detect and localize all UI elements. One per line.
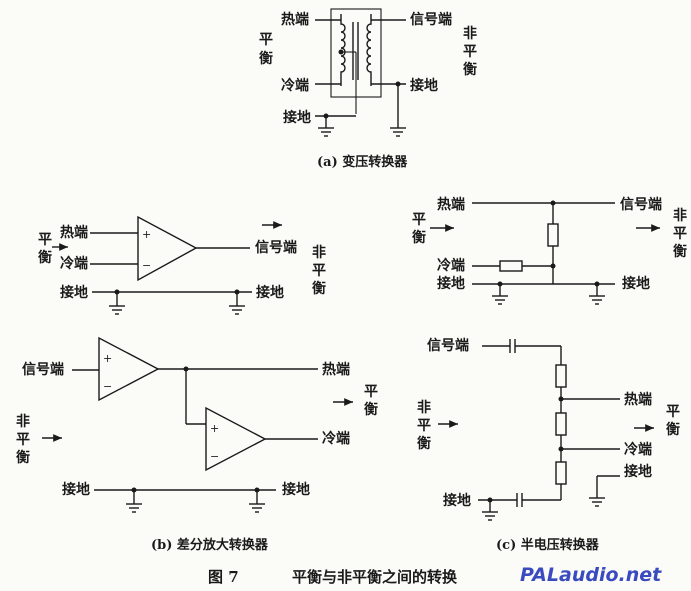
panel-a-transformer: 热端 冷端 接地 平 衡 信号端 非 平 衡 接地 xyxy=(259,8,477,170)
c-top-ground-right-label: 接地 xyxy=(622,275,650,292)
a-balanced-char-2: 衡 xyxy=(259,50,273,67)
b-bottom-balanced-char-2: 衡 xyxy=(364,401,378,418)
svg-text:−: − xyxy=(103,380,112,393)
b-bottom-cold-label: 冷端 xyxy=(322,430,350,447)
panel-c-top-resistor-pad: 平 衡 热端 冷端 接地 信号端 接地 非 平 衡 xyxy=(412,196,687,305)
caption-c: (c) 半电压转换器 xyxy=(496,537,600,553)
a-unbalanced-char-3: 衡 xyxy=(463,61,477,78)
a-balanced-char-1: 平 xyxy=(259,32,273,48)
b-bottom-ground-left-label: 接地 xyxy=(62,481,90,498)
c-bottom-balanced-char-2: 衡 xyxy=(666,421,680,438)
c-top-resistor-vertical xyxy=(547,223,559,247)
svg-text:+: + xyxy=(142,228,151,241)
c-bottom-hot-label: 热端 xyxy=(624,391,652,408)
b-bottom-unbalanced-char-3: 衡 xyxy=(16,449,30,466)
svg-text:+: + xyxy=(103,352,112,365)
b-top-balanced-char-2: 衡 xyxy=(38,249,52,266)
c-top-ground-label: 接地 xyxy=(437,275,465,292)
b-bottom-signal-label: 信号端 xyxy=(22,361,64,378)
panel-b-top-differential-amp: 平 衡 热端 冷端 + − 信号端 非 平 衡 接地 接地 xyxy=(38,215,326,315)
c-top-unbalanced-char-1: 非 xyxy=(673,207,687,224)
c-bottom-resistor-3 xyxy=(555,461,567,485)
b-top-unbalanced-char-2: 平 xyxy=(312,263,326,279)
c-bottom-balanced-char-1: 平 xyxy=(666,404,680,420)
svg-text:+: + xyxy=(210,422,219,435)
watermark: PALaudio.net xyxy=(520,564,662,586)
c-bottom-resistor-2 xyxy=(555,412,567,436)
c-top-unbalanced-char-2: 平 xyxy=(673,226,687,242)
transformer-primary-coil xyxy=(340,14,346,86)
b-top-unbalanced-char-3: 衡 xyxy=(312,280,326,297)
panel-c-bottom-half-voltage: 信号端 接地 热端 冷端 接地 非 平 衡 xyxy=(417,337,680,553)
panel-b-bottom-dual-amp: 信号端 + − + − 热端 冷端 平 衡 非 平 衡 接地 接地 (b) xyxy=(16,336,378,553)
c-bottom-ground-right-label: 接地 xyxy=(624,463,652,480)
b-bottom-opamp-2 xyxy=(205,406,267,472)
c-top-unbalanced-char-3: 衡 xyxy=(673,243,687,260)
b-top-ground-left-label: 接地 xyxy=(60,284,88,301)
c-top-balanced-char-2: 衡 xyxy=(412,229,426,246)
a-ground-right-label: 接地 xyxy=(410,77,438,94)
a-hot-label: 热端 xyxy=(281,11,309,28)
c-top-hot-label: 热端 xyxy=(437,196,465,213)
c-bottom-unbalanced-char-3: 衡 xyxy=(417,435,431,452)
b-bottom-hot-label: 热端 xyxy=(322,361,350,378)
caption-a: (a) 变压转换器 xyxy=(317,154,408,170)
figure-number: 图 7 xyxy=(208,568,239,586)
b-top-hot-label: 热端 xyxy=(60,224,88,241)
svg-text:−: − xyxy=(210,450,219,463)
b-top-unbalanced-char-1: 非 xyxy=(312,244,326,261)
c-top-cold-label: 冷端 xyxy=(437,257,465,274)
a-cold-label: 冷端 xyxy=(281,77,309,94)
c-bottom-unbalanced-char-2: 平 xyxy=(417,418,431,434)
a-signal-label: 信号端 xyxy=(410,11,452,28)
b-top-balanced-char-1: 平 xyxy=(38,232,52,248)
b-bottom-balanced-char-1: 平 xyxy=(364,384,378,400)
a-unbalanced-char-1: 非 xyxy=(463,25,477,42)
c-bottom-resistor-1 xyxy=(555,364,567,388)
b-bottom-unbalanced-char-1: 非 xyxy=(16,413,30,430)
b-top-opamp xyxy=(137,215,198,282)
b-bottom-opamp-1 xyxy=(98,336,160,402)
b-top-cold-label: 冷端 xyxy=(60,255,88,272)
b-bottom-unbalanced-char-2: 平 xyxy=(16,432,30,448)
b-top-ground-right-label: 接地 xyxy=(256,284,284,301)
c-top-balanced-char-1: 平 xyxy=(412,212,426,228)
caption-b: (b) 差分放大转换器 xyxy=(151,537,269,553)
svg-text:−: − xyxy=(142,259,151,272)
c-bottom-unbalanced-char-1: 非 xyxy=(417,399,431,416)
c-bottom-ground-left-label: 接地 xyxy=(443,492,471,509)
b-top-signal-label: 信号端 xyxy=(255,239,297,256)
b-bottom-ground-right-label: 接地 xyxy=(282,481,310,498)
c-bottom-cold-label: 冷端 xyxy=(624,441,652,458)
c-top-signal-label: 信号端 xyxy=(620,196,662,213)
transformer-secondary-coil xyxy=(366,14,372,86)
a-ground-label: 接地 xyxy=(283,109,311,126)
c-top-resistor-horizontal xyxy=(499,260,523,272)
figure-title: 平衡与非平衡之间的转换 xyxy=(292,568,458,586)
c-bottom-signal-label: 信号端 xyxy=(427,337,469,354)
a-unbalanced-char-2: 平 xyxy=(463,44,477,60)
